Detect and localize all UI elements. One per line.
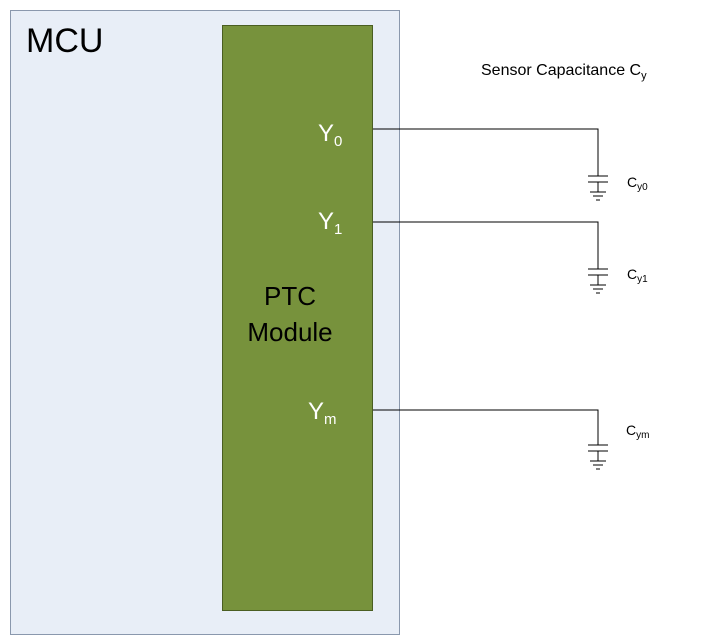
sensor-title-text: Sensor Capacitance C [481,62,642,79]
ptc-module-block [222,25,373,611]
wire-y1 [373,221,599,259]
pin-y0-sub: 0 [334,133,343,150]
capacitor-cym-icon [588,435,608,470]
capacitor-label-cy1: Cy1 [627,266,648,285]
pin-ym: Ym [308,398,337,428]
pin-y0-base: Y [318,120,335,147]
pin-y0: Y0 [318,120,342,150]
sensor-title-sub: y [641,70,647,82]
capacitor-cy1-icon [588,259,608,294]
cap-cy0-sub: y0 [637,182,648,193]
cap-cy1-sub: y1 [637,274,648,285]
pin-ym-sub: m [324,411,337,428]
capacitor-label-cym: Cym [626,422,649,441]
wire-ym [373,409,599,435]
cap-cy1-base: C [627,266,638,282]
pin-y1-base: Y [318,208,335,235]
pin-y1-sub: 1 [334,221,343,238]
cap-cym-base: C [626,422,637,438]
wiring-diagram [373,128,608,470]
ptc-label-line1: PTC [264,281,316,311]
ptc-module-label: PTC Module [235,278,345,350]
capacitor-cy0-icon [588,166,608,201]
cap-cym-sub: ym [636,430,650,441]
cap-cy0-base: C [627,174,638,190]
sensor-capacitance-title: Sensor Capacitance Cy [481,62,647,82]
pin-ym-base: Y [308,398,325,425]
ptc-label-line2: Module [247,317,333,347]
mcu-title: MCU [26,22,104,60]
capacitor-label-cy0: Cy0 [627,174,648,193]
wire-y0 [373,128,599,166]
pin-y1: Y1 [318,208,342,238]
